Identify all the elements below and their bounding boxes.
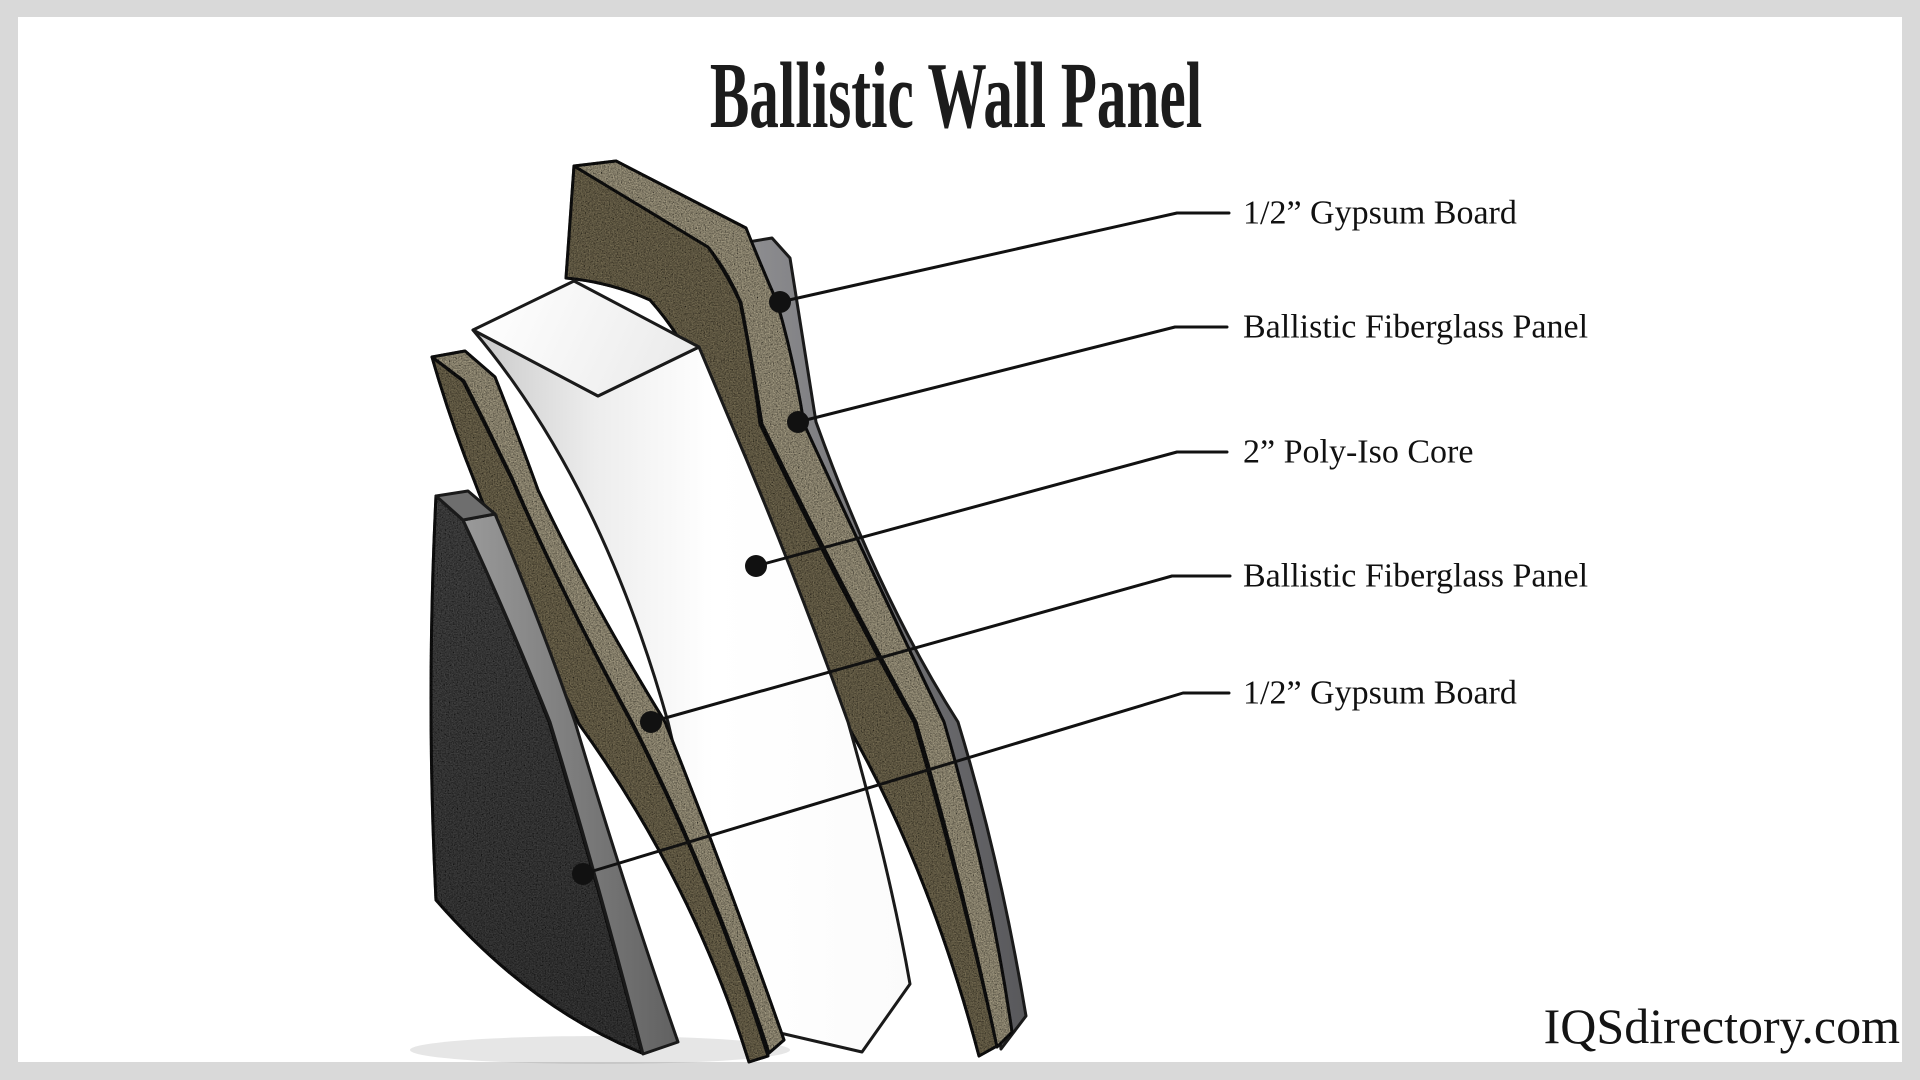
- callout-dot: [745, 555, 767, 577]
- rear-fiberglass-highlight-face: [572, 159, 1014, 1049]
- callout-label: 1/2” Gypsum Board: [1243, 195, 1517, 232]
- panel-illustration: [429, 159, 1028, 1064]
- callout-label: 1/2” Gypsum Board: [1243, 675, 1517, 712]
- callout-dot: [787, 411, 809, 433]
- callout-label: Ballistic Fiberglass Panel: [1243, 558, 1588, 595]
- front-gypsum-top-face: [434, 489, 497, 522]
- front-gypsum-edge-face: [461, 512, 680, 1056]
- callouts: 1/2” Gypsum Board Ballistic Fiberglass P…: [572, 195, 1588, 885]
- callout-dot: [769, 291, 791, 313]
- callout-label: Ballistic Fiberglass Panel: [1243, 309, 1588, 346]
- callout-label: 2” Poly-Iso Core: [1243, 434, 1473, 471]
- poly-iso-core-top-face: [471, 279, 701, 398]
- front-gypsum-board-layer: [429, 489, 680, 1056]
- callout-dot: [640, 711, 662, 733]
- callout-rear-gypsum: 1/2” Gypsum Board: [769, 195, 1517, 313]
- leader-line: [649, 574, 1232, 724]
- callout-dot: [572, 863, 594, 885]
- poly-iso-core-front-face: [471, 328, 912, 1054]
- page-title: Ballistic Wall Panel: [710, 43, 1202, 147]
- callout-front-gypsum: 1/2” Gypsum Board: [572, 675, 1517, 885]
- callout-front-fiberglass: Ballistic Fiberglass Panel: [640, 558, 1588, 733]
- leader-line: [581, 691, 1231, 876]
- ground-shadow: [410, 1036, 790, 1064]
- leader-line: [796, 325, 1229, 424]
- front-fiberglass-highlight-face: [430, 349, 786, 1055]
- poly-iso-core-layer: [471, 279, 912, 1054]
- callout-poly-iso-core: 2” Poly-Iso Core: [745, 434, 1473, 577]
- leader-line: [754, 450, 1229, 568]
- leader-line: [778, 211, 1231, 304]
- callout-rear-fiberglass: Ballistic Fiberglass Panel: [787, 309, 1588, 433]
- watermark: IQSdirectory.com: [1544, 998, 1900, 1054]
